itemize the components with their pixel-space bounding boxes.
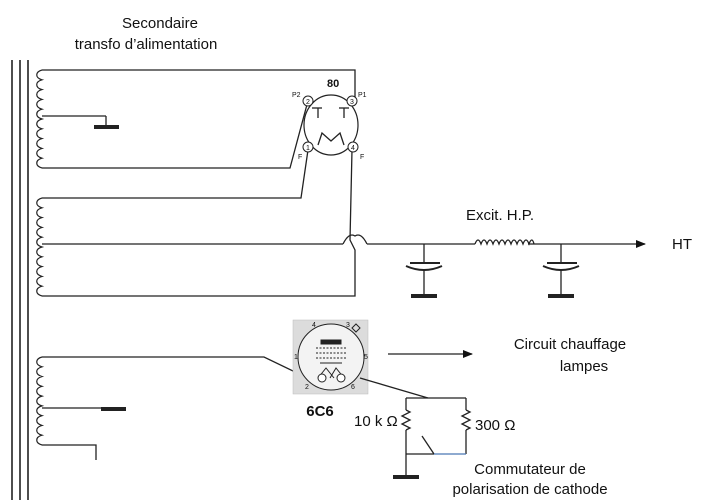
winding-coil-1 — [36, 69, 45, 169]
switch-label-line1: Commutateur de — [474, 461, 586, 478]
ht-line — [42, 234, 646, 248]
tube-6c6-label: 6C6 — [306, 403, 334, 420]
cathode-bias-network — [359, 377, 472, 476]
filament-wires-80 — [42, 149, 356, 297]
tube-80-f-right: F — [360, 154, 364, 161]
tube-80-pin4: 4 — [351, 145, 355, 152]
tube-6c6-pin1: 1 — [294, 354, 298, 361]
ht-label: HT — [672, 236, 692, 253]
heater-label-line1: Circuit chauffage — [514, 336, 626, 353]
tube-6c6-pin4: 4 — [312, 322, 316, 329]
pentode-tube-6c6 — [292, 319, 369, 395]
tube-6c6-pin6: 6 — [351, 384, 355, 391]
resistor-10k-label: 10 k Ω — [354, 413, 398, 430]
tube-6c6-pin2: 2 — [305, 384, 309, 391]
excitation-label: Excit. H.P. — [466, 207, 534, 224]
filter-capacitor-2 — [542, 244, 580, 298]
heater-label-line2: lampes — [560, 358, 608, 375]
tube-80-f-left: F — [298, 154, 302, 161]
transformer-core — [11, 60, 29, 500]
rectifier-tube-80 — [302, 94, 359, 156]
tube-80-pin3: 3 — [350, 99, 354, 106]
winding-coils — [36, 69, 45, 446]
winding-coil-2 — [36, 197, 45, 297]
tube-80-p1: P1 — [358, 92, 367, 99]
winding-coil-3 — [36, 356, 45, 446]
tube-6c6-pin3: 3 — [346, 322, 350, 329]
tube-6c6-pin5: 5 — [364, 354, 368, 361]
hv-winding-wires — [42, 69, 356, 169]
transformer-title-line2: transfo d’alimentation — [75, 36, 218, 53]
switch-label-line2: polarisation de cathode — [452, 481, 607, 498]
tube-80-pin1: 1 — [306, 145, 310, 152]
tube-80-pin2: 2 — [306, 99, 310, 106]
tube-80-label: 80 — [327, 78, 339, 90]
filter-capacitor-1 — [405, 244, 443, 298]
heater-winding-wires — [42, 356, 321, 460]
tube-80-p2: P2 — [292, 92, 301, 99]
resistor-300-label: 300 Ω — [475, 417, 515, 434]
transformer-title-line1: Secondaire — [122, 15, 198, 32]
